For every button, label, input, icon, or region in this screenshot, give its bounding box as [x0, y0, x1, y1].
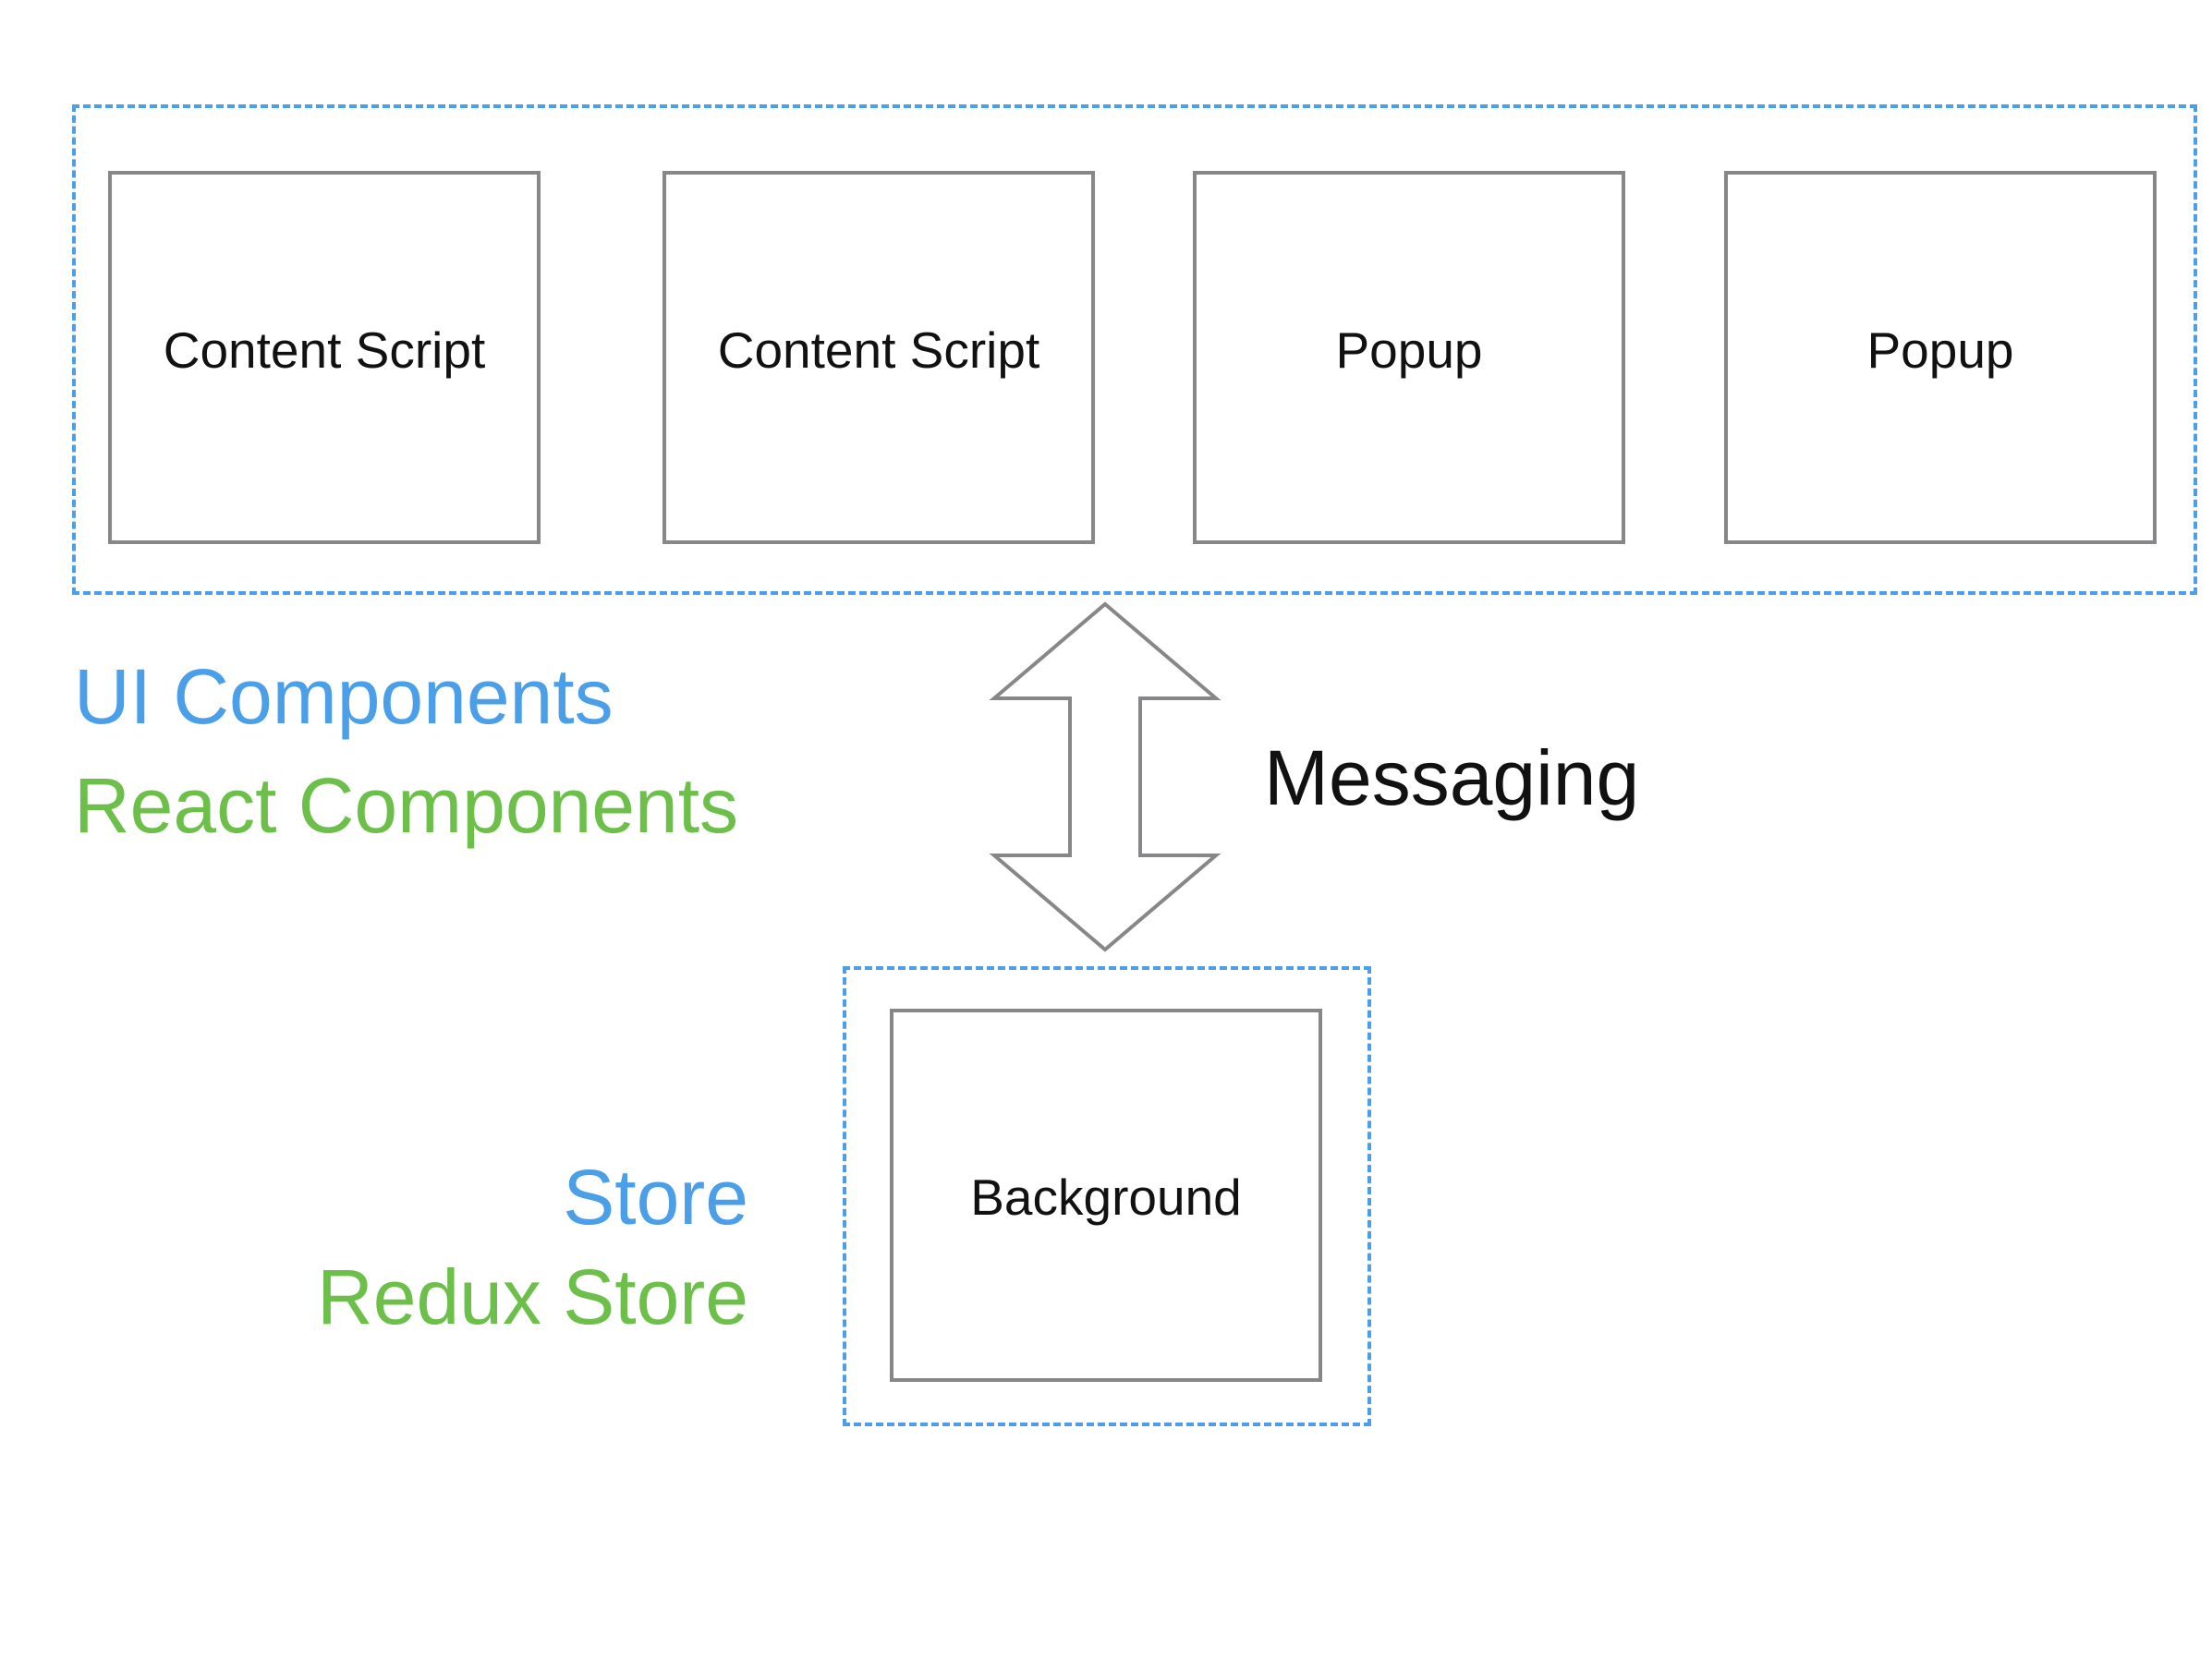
content-script-box: Content Script [662, 171, 1095, 544]
content-script-label: Content Script [163, 321, 486, 379]
store-group [843, 966, 1371, 1426]
content-script-label: Content Script [717, 321, 1040, 379]
react-components-label: React Components [74, 762, 739, 849]
popup-label: Popup [1335, 321, 1483, 379]
popup-label: Popup [1866, 321, 2014, 379]
redux-store-label: Redux Store [317, 1253, 748, 1340]
background-label: Background [970, 1169, 1242, 1226]
content-script-box: Content Script [108, 171, 541, 544]
double-arrow-icon [989, 601, 1221, 952]
store-label: Store [563, 1154, 748, 1241]
messaging-label: Messaging [1264, 734, 1640, 821]
double-arrow-shape [989, 601, 1221, 952]
ui-components-group [72, 104, 2197, 595]
ui-components-label: UI Components [74, 653, 614, 740]
background-box: Background [890, 1009, 1322, 1382]
popup-box: Popup [1724, 171, 2157, 544]
popup-box: Popup [1193, 171, 1625, 544]
